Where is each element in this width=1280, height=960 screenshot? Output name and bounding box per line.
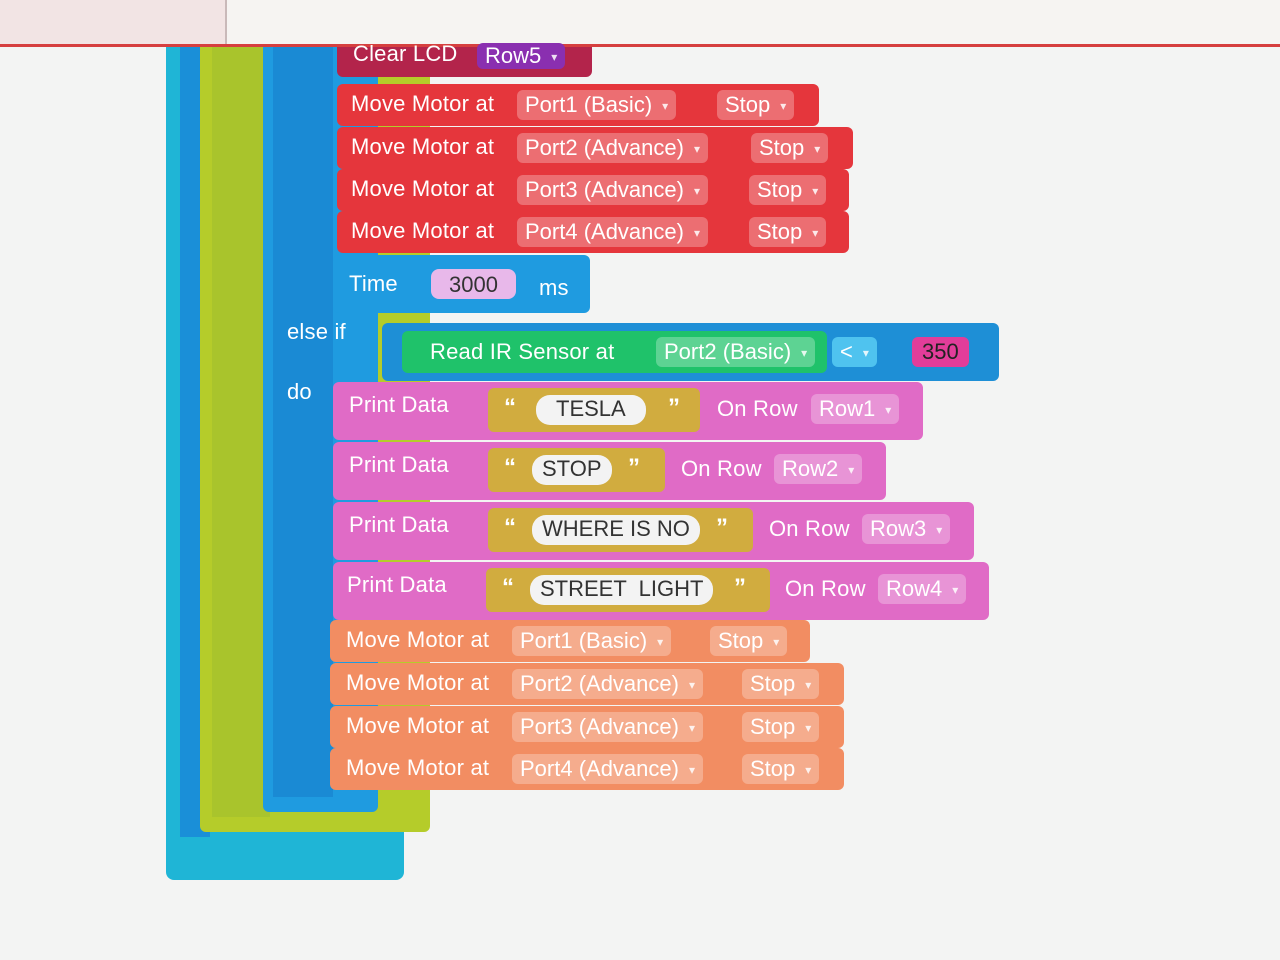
move-motor-block[interactable]: Move Motor at Port1 (Basic) Stop	[337, 84, 819, 126]
on-row-label: On Row	[681, 456, 762, 481]
time-unit-label: ms	[539, 275, 569, 300]
clear-lcd-block[interactable]: Clear LCD Row5	[337, 41, 592, 77]
read-ir-sensor-block[interactable]: Read IR Sensor at Port2 (Basic)	[402, 331, 827, 373]
motor-action-dropdown[interactable]: Stop	[710, 626, 788, 656]
text-string-block[interactable]: “ WHERE IS NO ”	[488, 508, 753, 552]
clear-lcd-label: Clear LCD	[353, 41, 458, 66]
forever-loop-inner	[212, 47, 270, 817]
text-string-block[interactable]: “ TESLA ”	[488, 388, 700, 432]
move-motor-label: Move Motor at	[351, 176, 495, 201]
close-quote-icon: ”	[628, 454, 640, 481]
move-motor-label: Move Motor at	[351, 134, 495, 159]
motor-port-dropdown[interactable]: Port3 (Advance)	[517, 175, 708, 205]
text-string-block[interactable]: “ STOP ”	[488, 448, 665, 492]
print-data-block[interactable]: Print Data “ STOP ” On Row Row2	[333, 442, 886, 500]
text-value-input[interactable]: WHERE IS NO	[532, 515, 700, 545]
motor-port-dropdown[interactable]: Port2 (Advance)	[512, 669, 703, 699]
print-data-label: Print Data	[349, 452, 449, 477]
motor-port-dropdown[interactable]: Port4 (Advance)	[517, 217, 708, 247]
motor-action-dropdown[interactable]: Stop	[717, 90, 795, 120]
text-string-block[interactable]: “ STREET LIGHT ”	[486, 568, 770, 612]
open-quote-icon: “	[504, 394, 516, 421]
do-label: do	[287, 379, 312, 404]
move-motor-block[interactable]: Move Motor at Port3 (Advance) Stop	[337, 169, 849, 211]
move-motor-label: Move Motor at	[346, 755, 490, 780]
blocks-workspace[interactable]: Clear LCD Row5 Move Motor at Port1 (Basi…	[0, 41, 1280, 960]
close-quote-icon: ”	[716, 514, 728, 541]
print-data-block[interactable]: Print Data “ WHERE IS NO ” On Row Row3	[333, 502, 974, 560]
print-data-label: Print Data	[347, 572, 447, 597]
compare-value-input[interactable]: 350	[912, 337, 969, 367]
row-dropdown[interactable]: Row1	[811, 394, 900, 424]
compare-operator-dropdown[interactable]: <	[832, 337, 877, 367]
on-row-label: On Row	[769, 516, 850, 541]
time-value-input[interactable]: 3000	[431, 269, 516, 299]
text-value-input[interactable]: STREET LIGHT	[530, 575, 714, 605]
print-data-label: Print Data	[349, 392, 449, 417]
print-data-label: Print Data	[349, 512, 449, 537]
motor-action-dropdown[interactable]: Stop	[751, 133, 829, 163]
text-value-input[interactable]: TESLA	[536, 395, 646, 425]
move-motor-label: Move Motor at	[346, 670, 490, 695]
move-motor-block[interactable]: Move Motor at Port2 (Advance) Stop	[330, 663, 844, 705]
move-motor-label: Move Motor at	[351, 91, 495, 116]
ir-sensor-label: Read IR Sensor at	[430, 339, 615, 364]
motor-port-dropdown[interactable]: Port1 (Basic)	[512, 626, 672, 656]
row-dropdown[interactable]: Row2	[774, 454, 863, 484]
open-quote-icon: “	[504, 454, 516, 481]
if-else-inner	[273, 47, 333, 797]
motor-action-dropdown[interactable]: Stop	[749, 175, 827, 205]
on-row-label: On Row	[717, 396, 798, 421]
app-top-bar	[0, 0, 1280, 47]
move-motor-block[interactable]: Move Motor at Port3 (Advance) Stop	[330, 706, 844, 748]
motor-action-dropdown[interactable]: Stop	[742, 669, 820, 699]
motor-port-dropdown[interactable]: Port1 (Basic)	[517, 90, 677, 120]
print-data-block[interactable]: Print Data “ STREET LIGHT ” On Row Row4	[333, 562, 989, 620]
move-motor-block[interactable]: Move Motor at Port4 (Advance) Stop	[337, 211, 849, 253]
condition-compare-block[interactable]: Read IR Sensor at Port2 (Basic) < 350	[382, 323, 999, 381]
move-motor-block[interactable]: Move Motor at Port1 (Basic) Stop	[330, 620, 810, 662]
ir-sensor-port-dropdown[interactable]: Port2 (Basic)	[656, 337, 816, 367]
print-data-block[interactable]: Print Data “ TESLA ” On Row Row1	[333, 382, 923, 440]
move-motor-label: Move Motor at	[346, 627, 490, 652]
else-if-label: else if	[287, 319, 346, 344]
row-dropdown[interactable]: Row4	[878, 574, 967, 604]
move-motor-block[interactable]: Move Motor at Port2 (Advance) Stop	[337, 127, 853, 169]
open-quote-icon: “	[502, 574, 514, 601]
close-quote-icon: ”	[734, 574, 746, 601]
open-quote-icon: “	[504, 514, 516, 541]
move-motor-label: Move Motor at	[351, 218, 495, 243]
move-motor-block[interactable]: Move Motor at Port4 (Advance) Stop	[330, 748, 844, 790]
top-bar-panel	[0, 0, 227, 44]
text-value-input[interactable]: STOP	[532, 455, 612, 485]
row-dropdown[interactable]: Row3	[862, 514, 951, 544]
time-block[interactable]: Time 3000 ms	[333, 255, 590, 313]
motor-port-dropdown[interactable]: Port3 (Advance)	[512, 712, 703, 742]
motor-port-dropdown[interactable]: Port2 (Advance)	[517, 133, 708, 163]
motor-action-dropdown[interactable]: Stop	[742, 712, 820, 742]
motor-action-dropdown[interactable]: Stop	[742, 754, 820, 784]
motor-action-dropdown[interactable]: Stop	[749, 217, 827, 247]
move-motor-label: Move Motor at	[346, 713, 490, 738]
motor-port-dropdown[interactable]: Port4 (Advance)	[512, 754, 703, 784]
close-quote-icon: ”	[668, 394, 680, 421]
on-row-label: On Row	[785, 576, 866, 601]
time-label: Time	[349, 271, 398, 296]
clear-lcd-row-dropdown[interactable]: Row5	[477, 43, 566, 69]
